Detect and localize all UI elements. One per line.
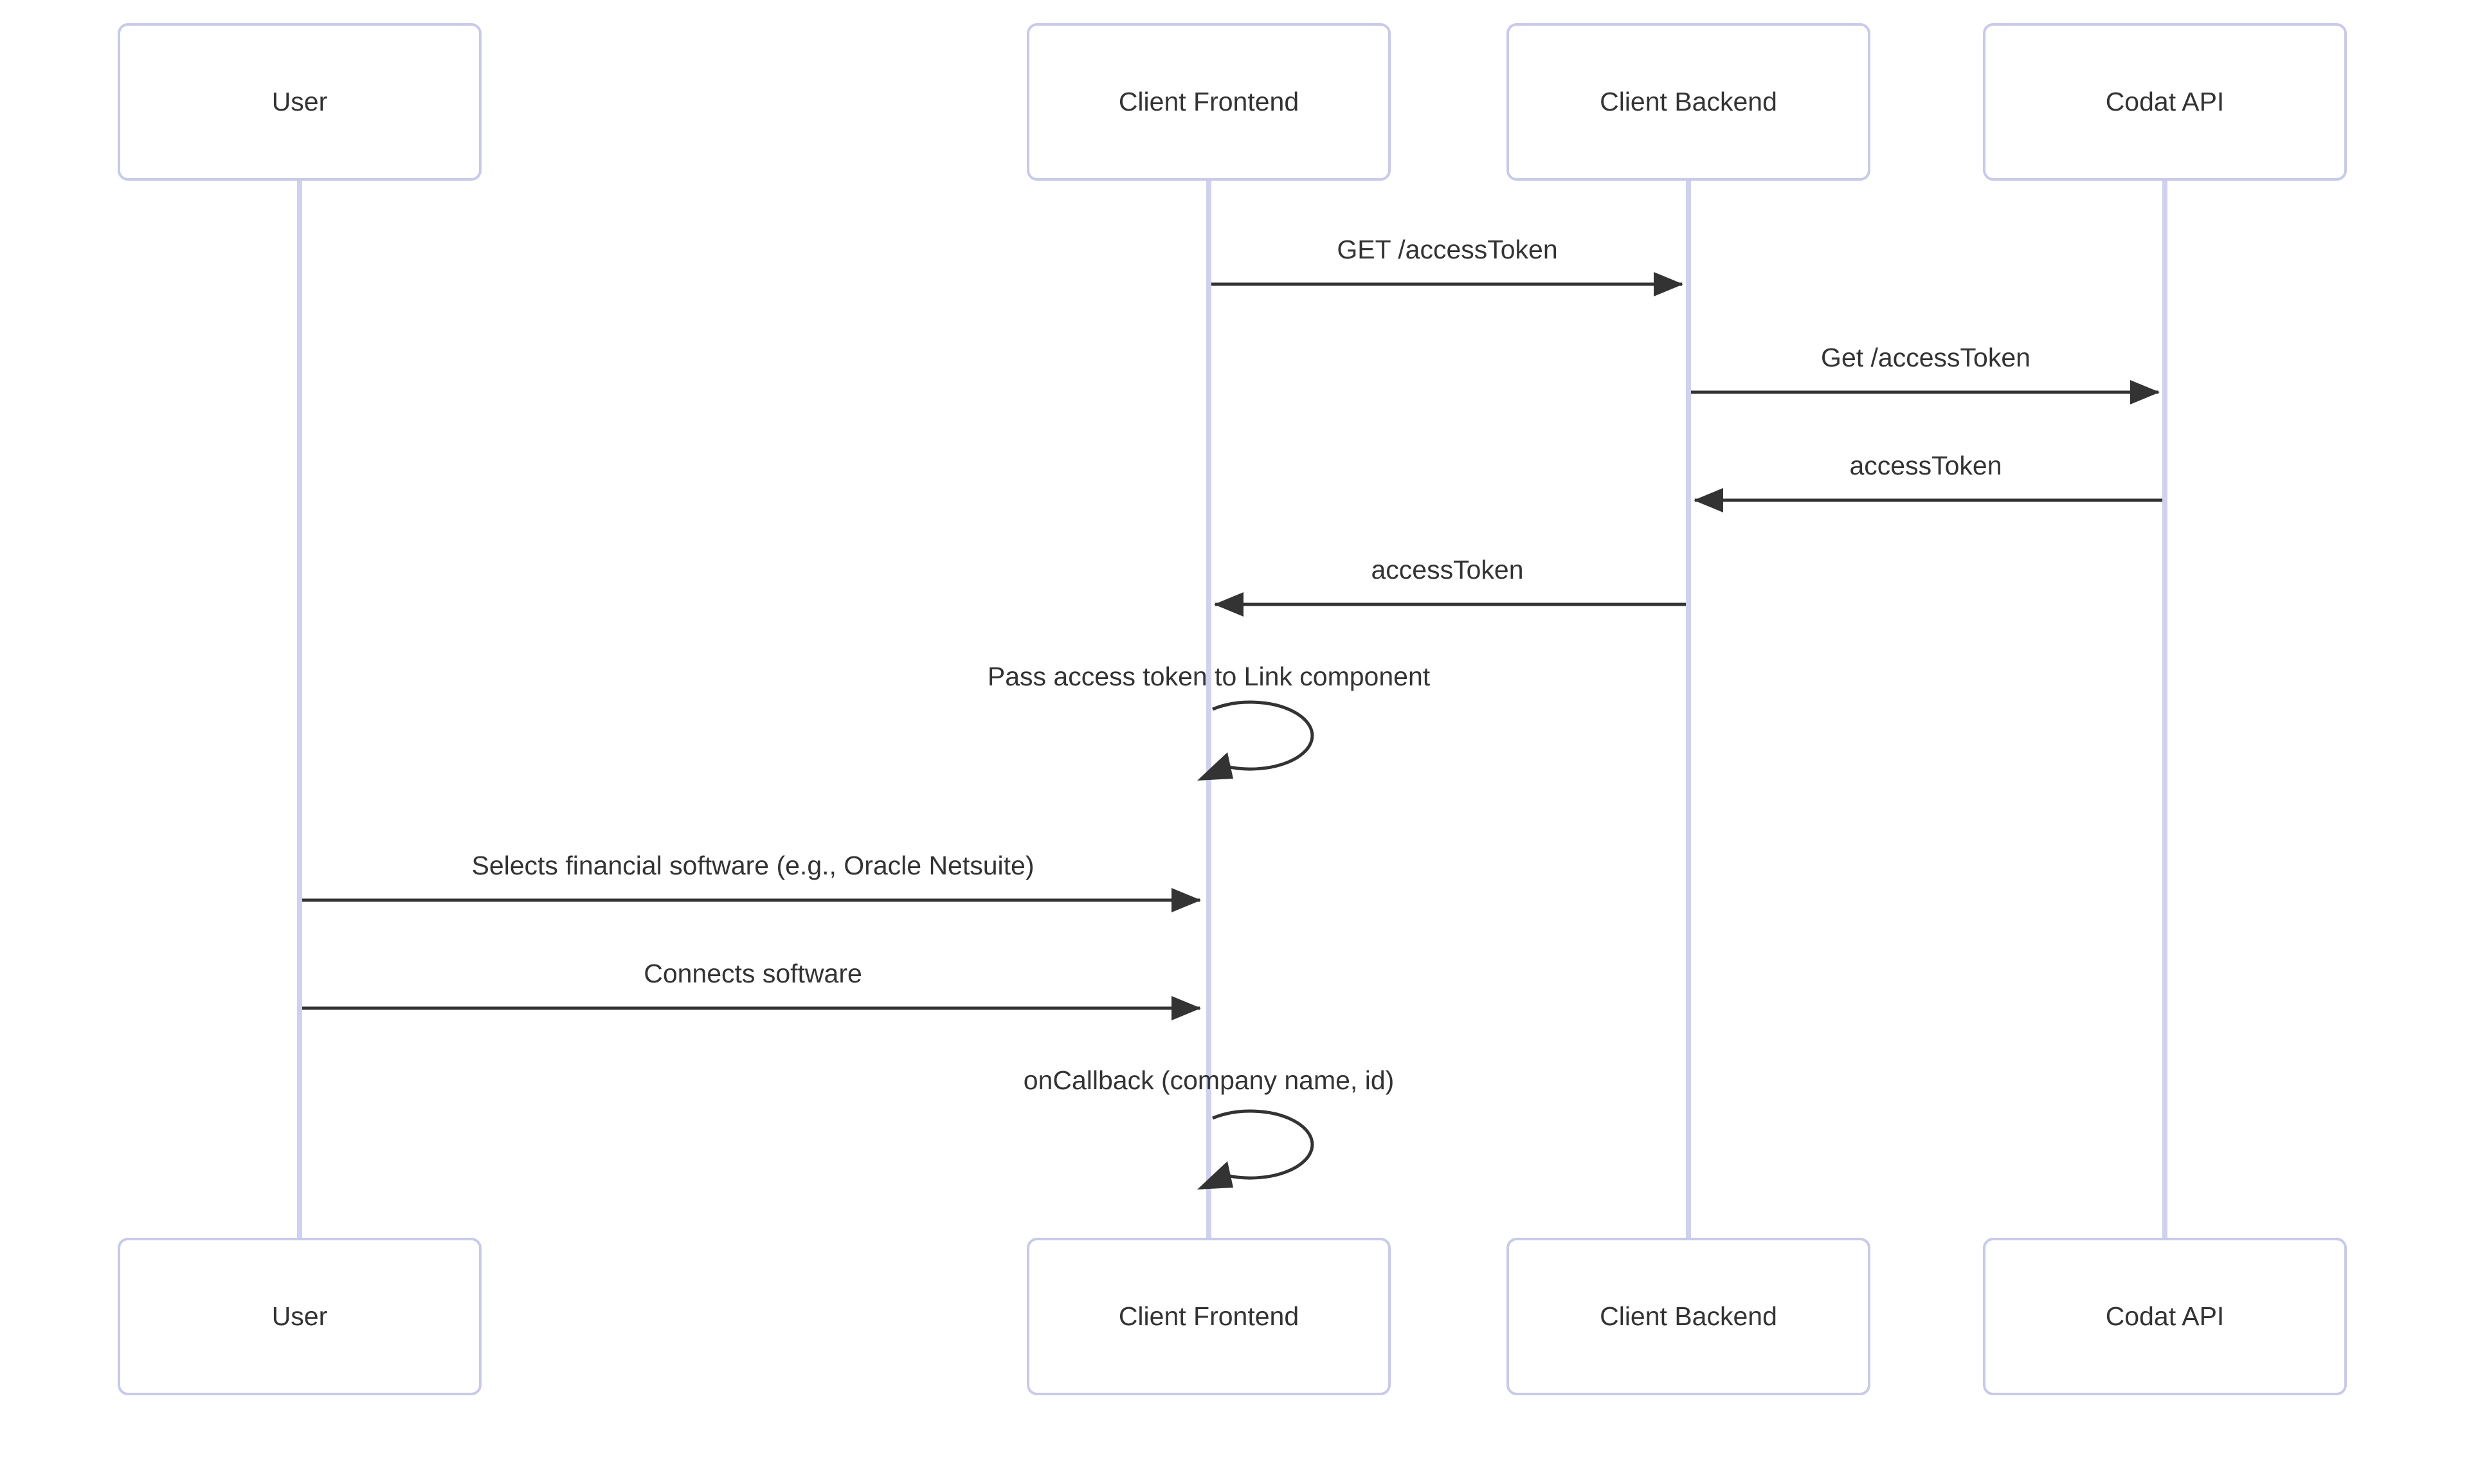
actor-bottom-user: User	[118, 1238, 482, 1395]
message-label-pass-access-token: Pass access token to Link component	[987, 662, 1431, 691]
message-label-get-accesstoken-api: Get /accessToken	[1821, 343, 2030, 372]
message-label-oncallback: onCallback (company name, id)	[1023, 1065, 1395, 1095]
actor-top-user: User	[118, 23, 482, 181]
actor-bottom-client-backend: Client Backend	[1506, 1238, 1870, 1395]
self-loop-pass-access-token	[1212, 700, 1314, 771]
actor-bottom-client-frontend: Client Frontend	[1027, 1238, 1391, 1395]
message-label-selects-software: Selects financial software (e.g., Oracle…	[471, 851, 1035, 880]
message-label-connects-software: Connects software	[644, 959, 862, 988]
actor-top-client-frontend: Client Frontend	[1027, 23, 1391, 181]
actor-top-codat-api: Codat API	[1983, 23, 2347, 181]
actor-label: Codat API	[2105, 87, 2225, 116]
message-label-accesstoken-frontend: accessToken	[1371, 555, 1524, 584]
actor-top-client-backend: Client Backend	[1506, 23, 1870, 181]
message-label-get-accesstoken: GET /accessToken	[1337, 235, 1558, 264]
self-loop-pass-access-token-arrowhead	[1197, 752, 1233, 781]
message-label-accesstoken-return: accessToken	[1849, 451, 2002, 480]
self-loop-oncallback-arrowhead	[1197, 1161, 1233, 1190]
actor-label: Client Backend	[1600, 1301, 1777, 1331]
actor-label: User	[271, 87, 328, 116]
actor-label: Client Frontend	[1118, 1301, 1299, 1331]
self-loop-oncallback	[1212, 1109, 1314, 1180]
actor-label: User	[271, 1301, 328, 1331]
actor-label: Codat API	[2105, 1301, 2225, 1331]
actor-label: Client Backend	[1600, 87, 1777, 116]
actor-bottom-codat-api: Codat API	[1983, 1238, 2347, 1395]
actor-label: Client Frontend	[1118, 87, 1299, 116]
